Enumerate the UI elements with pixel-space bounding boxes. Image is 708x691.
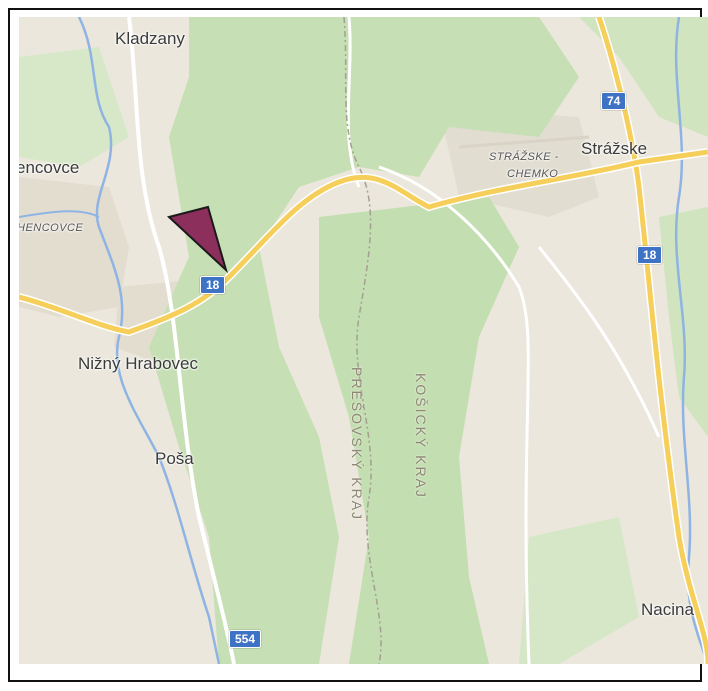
road-18 [19, 149, 708, 335]
region-boundary [343, 17, 382, 664]
triangle-pointer-icon[interactable] [166, 205, 228, 274]
stream-west [19, 210, 100, 218]
road-southeast [537, 246, 661, 438]
map-canvas[interactable]: Kladzany encovce HENCOVCE Strážske STRÁŽ… [19, 17, 708, 664]
region-presovsky-kraj: PREŠOVSKÝ KRAJ [349, 367, 365, 522]
place-kladzany: Kladzany [115, 29, 185, 48]
place-nacina: Nacina [641, 600, 694, 619]
road-shield-554: 554 [229, 630, 262, 648]
road-shield-18-west: 18 [200, 276, 226, 294]
road-18-east [596, 17, 708, 664]
place-strazske: Strážske [581, 139, 648, 158]
road-shield-74: 74 [601, 92, 627, 110]
place-strazske-chemko-line2: CHEMKO [507, 168, 559, 180]
forest-south [519, 517, 639, 664]
road-554 [127, 17, 236, 664]
rail-industrial [458, 135, 590, 149]
place-encovce: encovce [19, 158, 80, 177]
road-north [346, 17, 361, 188]
urban-area-west [19, 177, 129, 317]
region-kosicky-kraj: KOŠICKÝ KRAJ [413, 373, 429, 499]
place-posa: Poša [155, 449, 194, 468]
place-nizny-hrabovec: Nižný Hrabovec [78, 354, 198, 373]
place-hencovce: HENCOVCE [19, 222, 84, 234]
map-graphics [19, 17, 708, 664]
urban-area-strazske [439, 107, 599, 217]
road-shield-18-east: 18 [637, 246, 663, 264]
place-strazske-chemko-line1: STRÁŽSKE - [489, 151, 559, 163]
river-west [77, 17, 221, 664]
forest-main [149, 17, 579, 664]
forest-northwest [19, 47, 129, 167]
